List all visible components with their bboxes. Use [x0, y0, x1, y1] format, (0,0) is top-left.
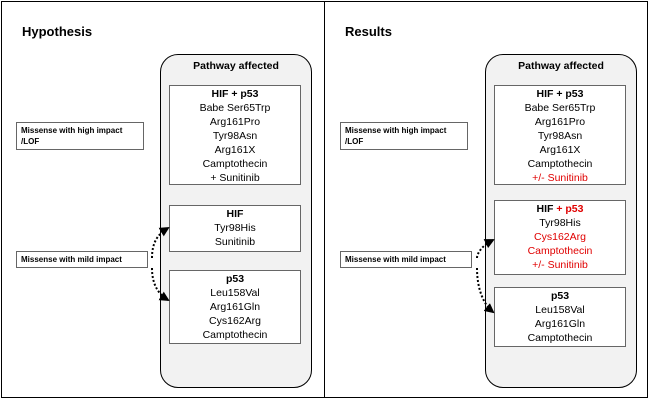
arrow-to-p53-box — [476, 267, 495, 314]
results-mild-impact-arrows — [476, 239, 495, 314]
hypothesis-panel: Hypothesis Pathway affected HIF + p53 Ba… — [1, 1, 325, 398]
box-heading: p53 — [225, 273, 245, 285]
box-heading: HIF + p53 — [211, 88, 259, 100]
box-item: Tyr98His — [214, 222, 256, 234]
box-item-changed: Cys162Arg — [534, 231, 586, 243]
box-item: Camptothecin — [527, 158, 593, 170]
results-title: Results — [345, 24, 392, 39]
box-item: Arg161X — [539, 144, 581, 156]
hypothesis-title: Hypothesis — [22, 24, 93, 39]
box-item-changed: +/- Sunitinib — [532, 259, 588, 271]
heading-added-p53: + p53 — [553, 203, 584, 215]
box-item: Camptothecin — [202, 158, 268, 170]
box-item: Tyr98Asn — [212, 130, 258, 142]
box-item-changed: Camptothecin — [527, 245, 593, 257]
hypothesis-mild-impact-label: Missense with mild impact — [16, 251, 148, 268]
box-heading: p53 — [550, 290, 570, 302]
hypothesis-high-impact-label: Missense with high impact /LOF — [16, 122, 144, 150]
box-item: Arg161Gln — [534, 318, 586, 330]
results-pathway-container: Pathway affected HIF + p53 Babe Ser65Trp… — [485, 54, 637, 388]
box-item: Camptothecin — [527, 332, 593, 344]
hypothesis-p53-box: p53 Leu158Val Arg161Gln Cys162Arg Campto… — [169, 270, 301, 344]
box-item: Leu158Val — [535, 304, 585, 316]
results-hif-p53-box: HIF + p53 Babe Ser65Trp Arg161Pro Tyr98A… — [494, 85, 626, 185]
results-panel: Results Pathway affected HIF + p53 Babe … — [325, 1, 648, 398]
box-heading: HIF + p53 — [536, 88, 584, 100]
box-item: + Sunitinib — [210, 172, 260, 184]
box-heading: HIF + p53 — [495, 202, 625, 216]
box-item: Babe Ser65Trp — [524, 102, 596, 114]
hypothesis-hif-box: HIF Tyr98His Sunitinib — [169, 205, 301, 252]
arrow-to-hif-box — [151, 226, 170, 259]
arrow-to-p53-box — [151, 267, 170, 302]
results-pathway-title: Pathway affected — [518, 60, 604, 72]
hypothesis-hif-p53-box: HIF + p53 Babe Ser65Trp Arg161Pro Tyr98A… — [169, 85, 301, 185]
results-p53-box: p53 Leu158Val Arg161Gln Camptothecin — [494, 287, 626, 347]
box-item: Sunitinib — [214, 236, 256, 248]
arrow-to-hif-p53-box — [476, 239, 495, 259]
box-item: Arg161X — [214, 144, 256, 156]
box-item: Arg161Gln — [209, 301, 261, 313]
box-item-changed: +/- Sunitinib — [532, 172, 588, 184]
box-item: Tyr98Asn — [537, 130, 583, 142]
box-item: Arg161Pro — [534, 116, 586, 128]
results-high-impact-label: Missense with high impact /LOF — [340, 122, 468, 150]
results-hif-p53-changed-box: HIF + p53 Tyr98His Cys162Arg Camptotheci… — [494, 200, 626, 275]
results-mild-impact-label: Missense with mild impact — [340, 251, 472, 268]
box-item: Camptothecin — [202, 329, 268, 341]
box-item: Leu158Val — [210, 287, 260, 299]
box-item: Cys162Arg — [209, 315, 261, 327]
heading-hif: HIF — [536, 203, 554, 215]
hypothesis-mild-impact-arrows — [151, 226, 170, 302]
box-item: Babe Ser65Trp — [199, 102, 271, 114]
box-heading: HIF — [226, 208, 244, 220]
hypothesis-pathway-container: Pathway affected HIF + p53 Babe Ser65Trp… — [160, 54, 312, 388]
box-item: Arg161Pro — [209, 116, 261, 128]
box-item: Tyr98His — [539, 217, 581, 229]
hypothesis-pathway-title: Pathway affected — [193, 60, 279, 72]
